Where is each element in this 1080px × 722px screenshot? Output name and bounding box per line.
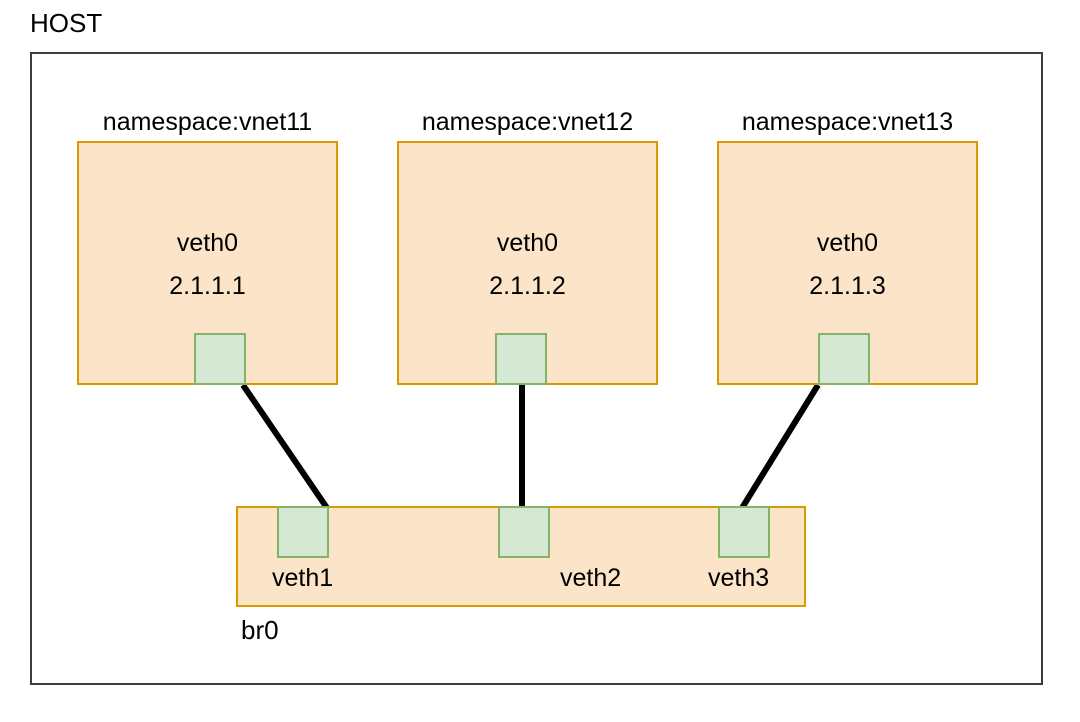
namespace-label-vnet11: namespace:vnet11 (102, 108, 313, 136)
bridge-port-label-veth1: veth1 (272, 564, 334, 592)
bridge-port-veth1 (277, 506, 329, 558)
namespace-ip-address-vnet12: 2.1.1.2 (489, 272, 566, 300)
namespace-interface-name-vnet13: veth0 (816, 229, 879, 257)
namespace-interface-name-vnet11: veth0 (176, 229, 239, 257)
namespace-port-vnet13-veth0 (818, 333, 870, 385)
namespace-interface-name-vnet12: veth0 (496, 229, 559, 257)
namespace-port-vnet12-veth0 (495, 333, 547, 385)
host-boundary-box (30, 52, 1043, 685)
namespace-port-vnet11-veth0 (194, 333, 246, 385)
namespace-label-vnet12: namespace:vnet12 (421, 108, 634, 136)
bridge-port-veth3 (718, 506, 770, 558)
namespace-label-vnet13: namespace:vnet13 (741, 108, 954, 136)
host-label: HOST (30, 8, 103, 38)
namespace-ip-address-vnet13: 2.1.1.3 (809, 272, 886, 300)
namespace-ip-address-vnet11: 2.1.1.1 (169, 272, 246, 300)
bridge-name-label: br0 (241, 615, 279, 645)
bridge-port-label-veth2: veth2 (560, 564, 622, 592)
bridge-port-veth2 (498, 506, 550, 558)
bridge-port-label-veth3: veth3 (708, 564, 770, 592)
